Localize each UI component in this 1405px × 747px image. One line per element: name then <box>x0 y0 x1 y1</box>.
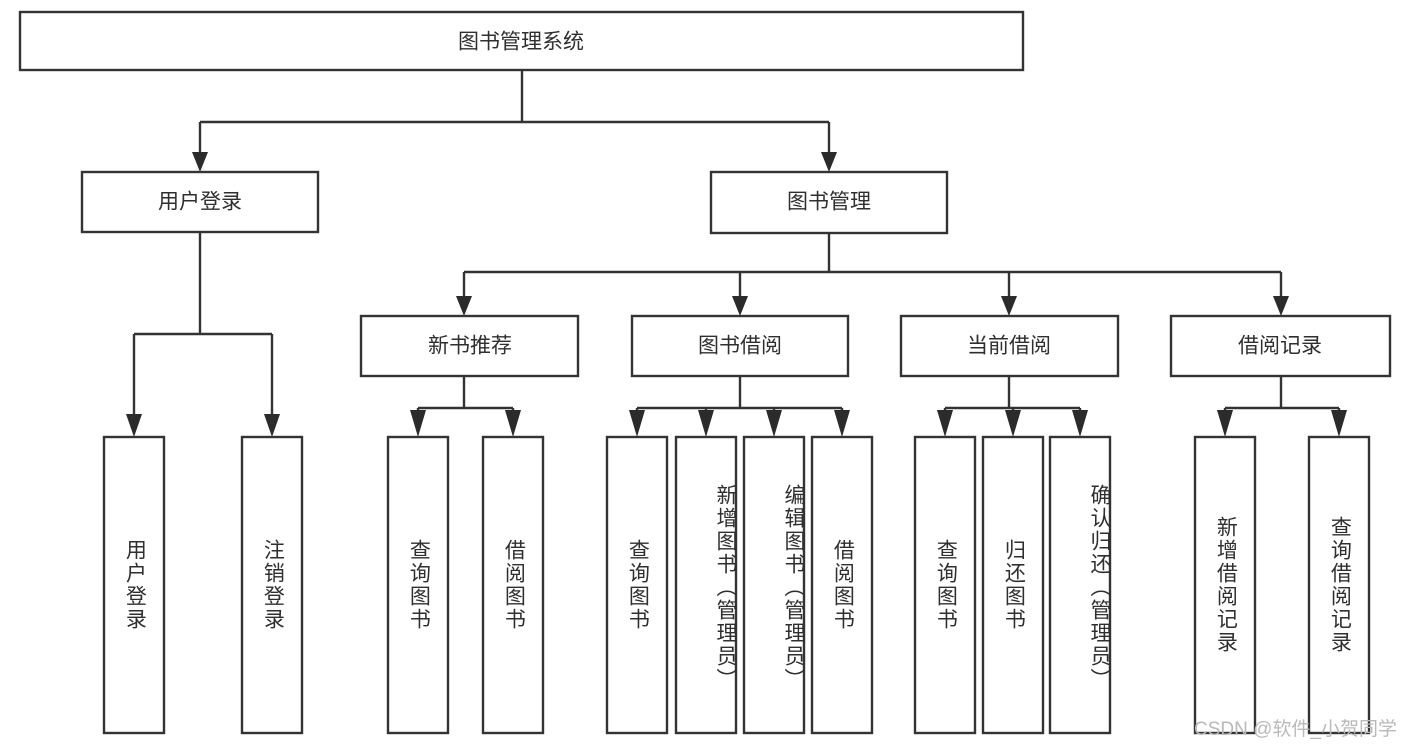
arrow-leaf-query-book-3 <box>937 410 953 437</box>
node-book-manage-label: 图书管理 <box>787 191 871 214</box>
arrow-leaf-user-login <box>126 414 142 437</box>
node-book-manage[interactable]: 图书管理 <box>709 170 949 235</box>
leaf-box-borrow-book-1[interactable] <box>481 435 545 735</box>
arrow-leaf-add-book <box>698 410 714 437</box>
arrow-to-book-manage <box>821 152 837 172</box>
node-book-borrow-label: 图书借阅 <box>698 335 782 358</box>
node-book-borrow-box[interactable] <box>630 314 850 378</box>
arrow-leaf-borrow-book-1 <box>505 410 521 437</box>
leaf-boxes <box>102 435 1371 735</box>
node-new-book-recommend[interactable]: 新书推荐 <box>359 314 580 378</box>
connectors <box>126 70 1347 437</box>
node-current-borrow[interactable]: 当前借阅 <box>899 314 1120 378</box>
leaf-box-user-login[interactable] <box>102 435 166 735</box>
leaf-box-confirm-return[interactable] <box>1048 435 1112 735</box>
node-new-book-recommend-label: 新书推荐 <box>428 335 512 358</box>
arrow-leaf-edit-book <box>766 410 782 437</box>
node-book-manage-box[interactable] <box>709 170 949 235</box>
node-current-borrow-box[interactable] <box>899 314 1120 378</box>
arrow-leaf-query-book-2 <box>629 410 645 437</box>
node-user-login[interactable]: 用户登录 <box>80 170 320 234</box>
node-root-label: 图书管理系统 <box>458 31 584 54</box>
arrow-leaf-add-record <box>1217 410 1233 437</box>
node-new-book-recommend-box[interactable] <box>359 314 580 378</box>
leaf-box-query-record[interactable] <box>1307 435 1371 735</box>
leaf-box-return-book[interactable] <box>981 435 1045 735</box>
arrow-leaf-query-book-1 <box>410 410 426 437</box>
leaf-box-borrow-book-2[interactable] <box>810 435 874 735</box>
arrow-leaf-borrow-book-2 <box>834 410 850 437</box>
arrow-to-borrow-record <box>1273 296 1289 316</box>
csdn-watermark: CSDN @软件_小贺同学 <box>1194 719 1397 740</box>
node-user-login-box[interactable] <box>80 170 320 234</box>
node-borrow-record-label: 借阅记录 <box>1238 335 1322 358</box>
node-borrow-record[interactable]: 借阅记录 <box>1169 314 1392 378</box>
arrow-to-user-login <box>192 152 208 172</box>
node-book-borrow[interactable]: 图书借阅 <box>630 314 850 378</box>
node-root-box[interactable] <box>18 10 1025 72</box>
arrow-leaf-logout-login <box>264 414 280 437</box>
node-user-login-label: 用户登录 <box>158 191 242 214</box>
arrow-leaf-return-book <box>1005 410 1021 437</box>
leaf-box-logout-login[interactable] <box>240 435 304 735</box>
leaf-box-query-book-1[interactable] <box>386 435 450 735</box>
arrow-leaf-query-record <box>1331 410 1347 437</box>
leaf-box-add-record[interactable] <box>1193 435 1257 735</box>
node-current-borrow-label: 当前借阅 <box>967 335 1051 358</box>
leaf-box-query-book-2[interactable] <box>605 435 669 735</box>
arrow-to-new-book <box>456 296 472 316</box>
leaf-box-edit-book[interactable] <box>742 435 806 735</box>
node-root[interactable]: 图书管理系统 <box>18 10 1025 72</box>
leaf-box-add-book[interactable] <box>674 435 738 735</box>
node-borrow-record-box[interactable] <box>1169 314 1392 378</box>
arrow-to-book-borrow <box>732 296 748 316</box>
arrow-leaf-confirm-return <box>1072 410 1088 437</box>
leaf-box-query-book-3[interactable] <box>913 435 977 735</box>
arrow-to-current-borrow <box>1001 296 1017 316</box>
